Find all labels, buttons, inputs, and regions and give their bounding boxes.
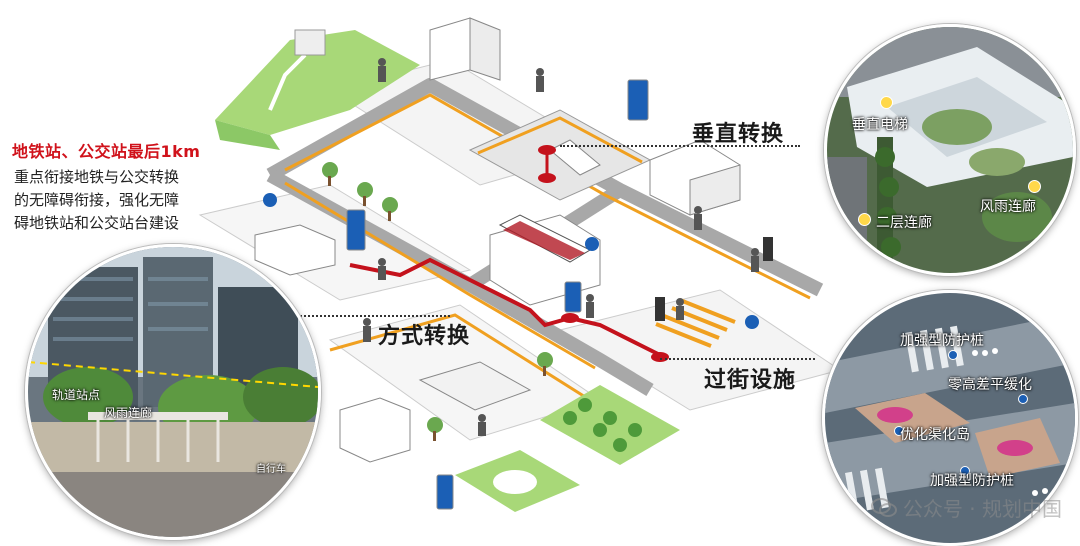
mode-leader-line [300,315,450,317]
label-bollard-bottom: 加强型防护桩 [930,473,1014,489]
description: 重点衔接地铁与公交转换 的无障碍衔接，强化无障 碍地铁站和公交站台建设 [14,166,214,235]
section-label-mode: 方式转换 [378,324,471,349]
marker-corridor2 [858,213,871,226]
green-hill [215,29,420,150]
crossing-photo [825,293,1075,543]
people [363,58,759,436]
description-line: 的无障碍衔接，强化无障 [14,191,180,209]
plaza-green [455,450,580,512]
label-bollard-top: 加强型防护桩 [900,333,984,349]
watermark: 公众号 · 规划中国 [870,493,1062,524]
photo-street-circle [25,244,321,540]
label-elevator: 垂直电梯 [852,117,908,133]
marker-bollard-bottom [960,466,970,476]
label-second-floor-corridor: 二层连廊 [876,215,932,231]
crosswalk [655,298,736,348]
marker-bollard-top [948,350,958,360]
marker-corridor [1028,180,1041,193]
trees [322,162,680,465]
description-line: 重点衔接地铁与公交转换 [14,168,180,186]
traffic-signal [655,237,773,321]
marker-flat-curb [1018,394,1028,404]
label-island: 优化渠化岛 [900,427,970,443]
street-photo [28,247,318,537]
vertical-leader-line [560,145,800,147]
label-flat-curb: 零高差平缓化 [948,377,1032,393]
photo-elevated-circle [824,24,1076,276]
marker-island [894,426,904,436]
label-corridor-street: 风雨连廊 [104,406,153,420]
headline: 地铁站、公交站最后1km [12,142,201,161]
wechat-icon [870,497,897,524]
info-signs [263,79,759,510]
section-label-vertical: 垂直转换 [692,122,785,147]
description-line: 碍地铁站和公交站台建设 [14,214,180,232]
section-label-crossing: 过街设施 [704,368,797,393]
label-station: 轨道站点 [52,388,101,402]
elevated-walkway-photo [827,27,1073,273]
watermark-text: 公众号 · 规划中国 [902,497,1062,521]
transfer-route [349,145,669,362]
label-corridor-elevated: 风雨连廊 [980,199,1036,215]
marker-elevator [880,96,893,109]
photo-crossing-circle [822,290,1078,546]
crossing-leader-line [660,358,815,360]
label-bike: 自行车 [256,464,286,475]
